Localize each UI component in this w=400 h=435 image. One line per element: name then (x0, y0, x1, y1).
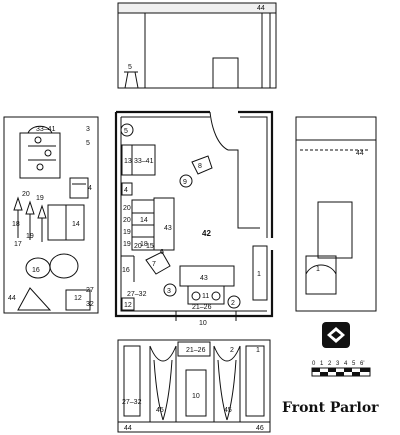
west-label-4: 4 (88, 185, 92, 192)
west-label-17: 17 (14, 241, 22, 248)
north-wall-elevation: 44 5 (117, 2, 277, 89)
south-label-21-26: 21–26 (186, 347, 206, 354)
plan-label-21-26: 21–26 (192, 304, 212, 311)
plan-label-10: 10 (199, 320, 207, 327)
plan-label-43b: 43 (200, 275, 208, 282)
north-wall-item-5: 5 (128, 64, 132, 71)
west-label-19b: 19 (26, 233, 34, 240)
plan-label-16: 16 (122, 267, 130, 274)
south-label-2: 2 (230, 347, 234, 354)
south-label-45a: 45 (156, 407, 164, 414)
south-label-44: 44 (124, 425, 132, 432)
east-wall-item-1: 1 (316, 266, 320, 273)
east-wall-number: 44 (356, 150, 364, 157)
west-label-5: 5 (86, 140, 90, 147)
east-wall-elevation: 44 1 (295, 116, 377, 312)
west-label-19: 19 (36, 195, 44, 202)
west-label-3: 3 (86, 126, 90, 133)
scale-tick-5: 5 (352, 361, 356, 367)
north-arrow (322, 322, 350, 348)
west-label-16: 16 (32, 267, 40, 274)
south-label-27-32: 27–32 (122, 399, 142, 406)
plan-label-19b: 19 (123, 241, 131, 248)
scale-tick-3: 3 (336, 361, 340, 367)
west-wall-elevation: 33–41 3 5 4 19 20 14 17 19 18 16 44 12 2… (3, 116, 99, 314)
scale-tick-4: 4 (344, 361, 348, 367)
plan-label-33-41: 33–41 (134, 158, 154, 165)
scale-tick-6: 6' (360, 361, 364, 367)
scale-tick-0: 0 (312, 361, 316, 367)
plan-label-5: 5 (124, 128, 128, 135)
scale-bar: 0 1 2 3 4 5 6' (311, 361, 371, 377)
west-label-33-41: 33–41 (36, 126, 56, 133)
plan-label-6: 6 (160, 249, 164, 256)
plan-label-42: 42 (202, 229, 211, 238)
plan-label-13: 13 (124, 158, 132, 165)
plan-label-19a: 19 (123, 229, 131, 236)
south-wall-elevation: 27–32 2 1 10 21–26 45 45 44 46 (117, 339, 271, 433)
plan-label-20c: 20 (134, 243, 142, 250)
west-label-14: 14 (72, 221, 80, 228)
north-wall-number: 44 (257, 5, 265, 12)
plan-label-4: 4 (124, 187, 128, 194)
west-label-20: 20 (22, 191, 30, 198)
plan-label-27-32: 27–32 (127, 291, 147, 298)
floor-plan: 5 13 33–41 4 8 9 20 20 19 19 20 14 18 15… (114, 110, 274, 327)
plan-label-20a: 20 (123, 205, 131, 212)
plan-label-43a: 43 (164, 225, 172, 232)
plan-label-2: 2 (231, 300, 235, 307)
south-label-45b: 45 (224, 407, 232, 414)
scale-tick-2: 2 (328, 361, 332, 367)
plan-label-20b: 20 (123, 217, 131, 224)
south-label-10: 10 (192, 393, 200, 400)
plan-label-3: 3 (167, 288, 171, 295)
plan-label-1: 1 (257, 271, 261, 278)
scale-tick-1: 1 (320, 361, 324, 367)
plan-label-8: 8 (198, 163, 202, 170)
plan-label-14: 14 (140, 217, 148, 224)
south-label-1: 1 (256, 347, 260, 354)
plan-label-11: 11 (202, 293, 209, 300)
plan-label-9: 9 (183, 179, 187, 186)
plan-label-15: 15 (146, 243, 154, 250)
west-label-27: 27 (86, 287, 94, 294)
plan-label-7: 7 (152, 261, 156, 268)
drawing-title: Front Parlor (282, 400, 379, 416)
plan-label-18: 18 (140, 241, 148, 248)
west-label-12: 12 (74, 295, 82, 302)
plan-label-12: 12 (124, 302, 132, 309)
west-label-32: 32 (86, 301, 94, 308)
south-label-46: 46 (256, 425, 264, 432)
west-label-18: 18 (12, 221, 20, 228)
west-label-44: 44 (8, 295, 16, 302)
